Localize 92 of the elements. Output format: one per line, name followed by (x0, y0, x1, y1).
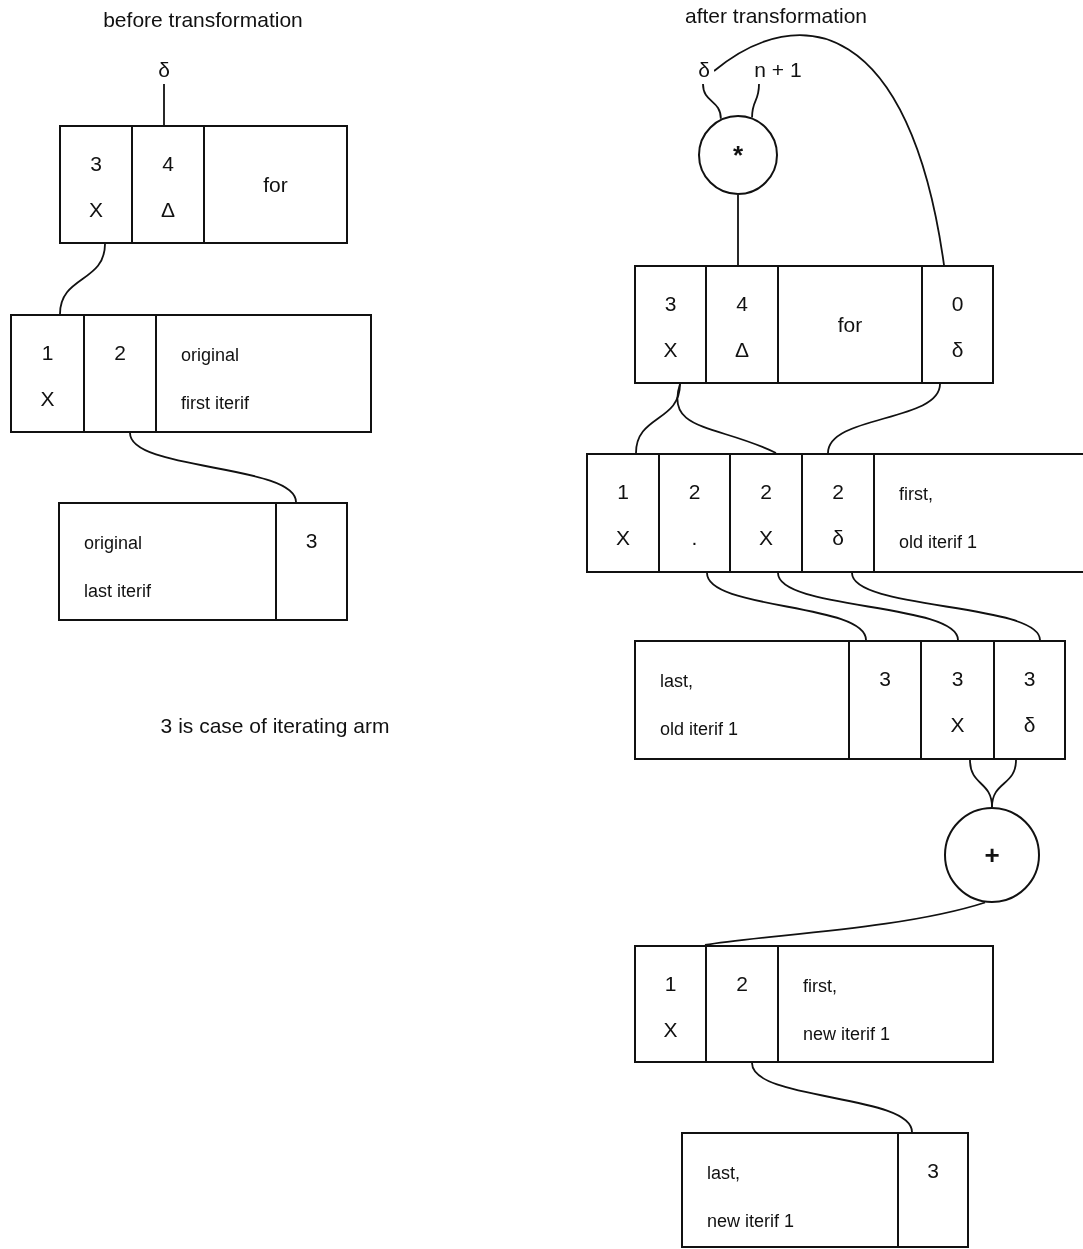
connector-line (635, 383, 681, 454)
cell-text: X (950, 712, 965, 738)
cell-text: X (40, 386, 55, 412)
cell-text: original (181, 344, 240, 367)
cell-text: for (263, 171, 288, 198)
cell-text: old iterif 1 (899, 531, 978, 554)
connector-line (713, 34, 945, 266)
cell-text: 2 (688, 479, 701, 505)
operator-symbol: * (732, 139, 744, 171)
record-cell (777, 945, 994, 1063)
cell-text: last, (707, 1162, 740, 1185)
cell-text: first, (803, 975, 837, 998)
connector-line (706, 572, 867, 641)
cell-text: 3 (879, 666, 891, 692)
record-cell (634, 265, 707, 384)
cell-text: X (89, 197, 103, 223)
cell-text: 4 (736, 291, 748, 317)
record-cell (681, 1132, 899, 1248)
record-cell (10, 314, 85, 433)
cell-text: for (837, 311, 863, 338)
connector-line (751, 1062, 913, 1133)
cell-text: 3 (664, 291, 677, 317)
record-cell (155, 314, 372, 433)
cell-text: Δ (735, 337, 749, 363)
cell-text: . (691, 525, 698, 551)
cell-text: 2 (760, 479, 772, 505)
connector-line (59, 243, 106, 315)
record-cell (777, 265, 923, 384)
cell-text: X (759, 525, 773, 551)
connector-line (704, 901, 986, 946)
record-cell (993, 640, 1066, 760)
cell-text: new iterif 1 (803, 1023, 891, 1046)
connector-line (991, 759, 1017, 808)
connector-line (827, 383, 941, 454)
cell-text: 3 (1023, 666, 1036, 692)
record-cell (705, 265, 779, 384)
connector-line (163, 83, 165, 126)
record-cell (705, 945, 779, 1063)
cell-text: X (663, 337, 678, 363)
cell-text: 3 (90, 151, 102, 177)
cell-text: last, (660, 670, 693, 693)
section-heading: before transformation (103, 8, 303, 32)
record-cell (586, 453, 660, 573)
cell-text: first iterif (181, 392, 249, 415)
record-cell (920, 640, 995, 760)
connector-line (851, 572, 1041, 641)
record-cell (873, 453, 1083, 573)
cell-text: Δ (161, 197, 175, 223)
record-cell (634, 640, 850, 760)
connector-line (737, 194, 739, 266)
record-cell (83, 314, 157, 433)
record-cell (848, 640, 922, 760)
record-cell (921, 265, 994, 384)
operator-symbol: + (984, 839, 1000, 871)
record-cell (897, 1132, 969, 1248)
cell-text: last iterif (84, 580, 152, 603)
cell-text: δ (1023, 712, 1036, 738)
cell-text: 4 (162, 151, 174, 177)
cell-text: first, (899, 483, 933, 506)
cell-text: original (84, 532, 143, 555)
connector-line (702, 83, 722, 120)
cell-text: 2 (736, 971, 748, 997)
connector-line (751, 83, 760, 119)
cell-text: 2 (832, 479, 844, 505)
cell-text: δ (951, 337, 964, 363)
cell-text: 1 (617, 479, 629, 505)
cell-text: 3 (305, 528, 318, 554)
section-heading: after transformation (684, 4, 868, 28)
record-cell (658, 453, 731, 573)
cell-text: 0 (951, 291, 964, 317)
connector-line (129, 432, 297, 503)
record-cell (729, 453, 803, 573)
connector-line (676, 383, 777, 454)
cell-text: new iterif 1 (707, 1210, 795, 1233)
record-cell (131, 125, 205, 244)
cell-text: 3 (951, 666, 964, 692)
record-cell (203, 125, 348, 244)
note-text: 3 is case of iterating arm (160, 714, 390, 738)
cell-text: X (663, 1017, 678, 1043)
cell-text: 3 (927, 1158, 939, 1184)
record-cell (275, 502, 348, 621)
cell-text: δ (832, 525, 844, 551)
cell-text: 1 (41, 340, 54, 366)
record-cell (59, 125, 133, 244)
record-cell (634, 945, 707, 1063)
cell-text: X (616, 525, 630, 551)
record-cell (801, 453, 875, 573)
record-cell (58, 502, 277, 621)
connector-line (777, 572, 959, 641)
cell-text: 2 (114, 340, 126, 366)
cell-text: 1 (664, 971, 677, 997)
cell-text: old iterif 1 (660, 718, 739, 741)
